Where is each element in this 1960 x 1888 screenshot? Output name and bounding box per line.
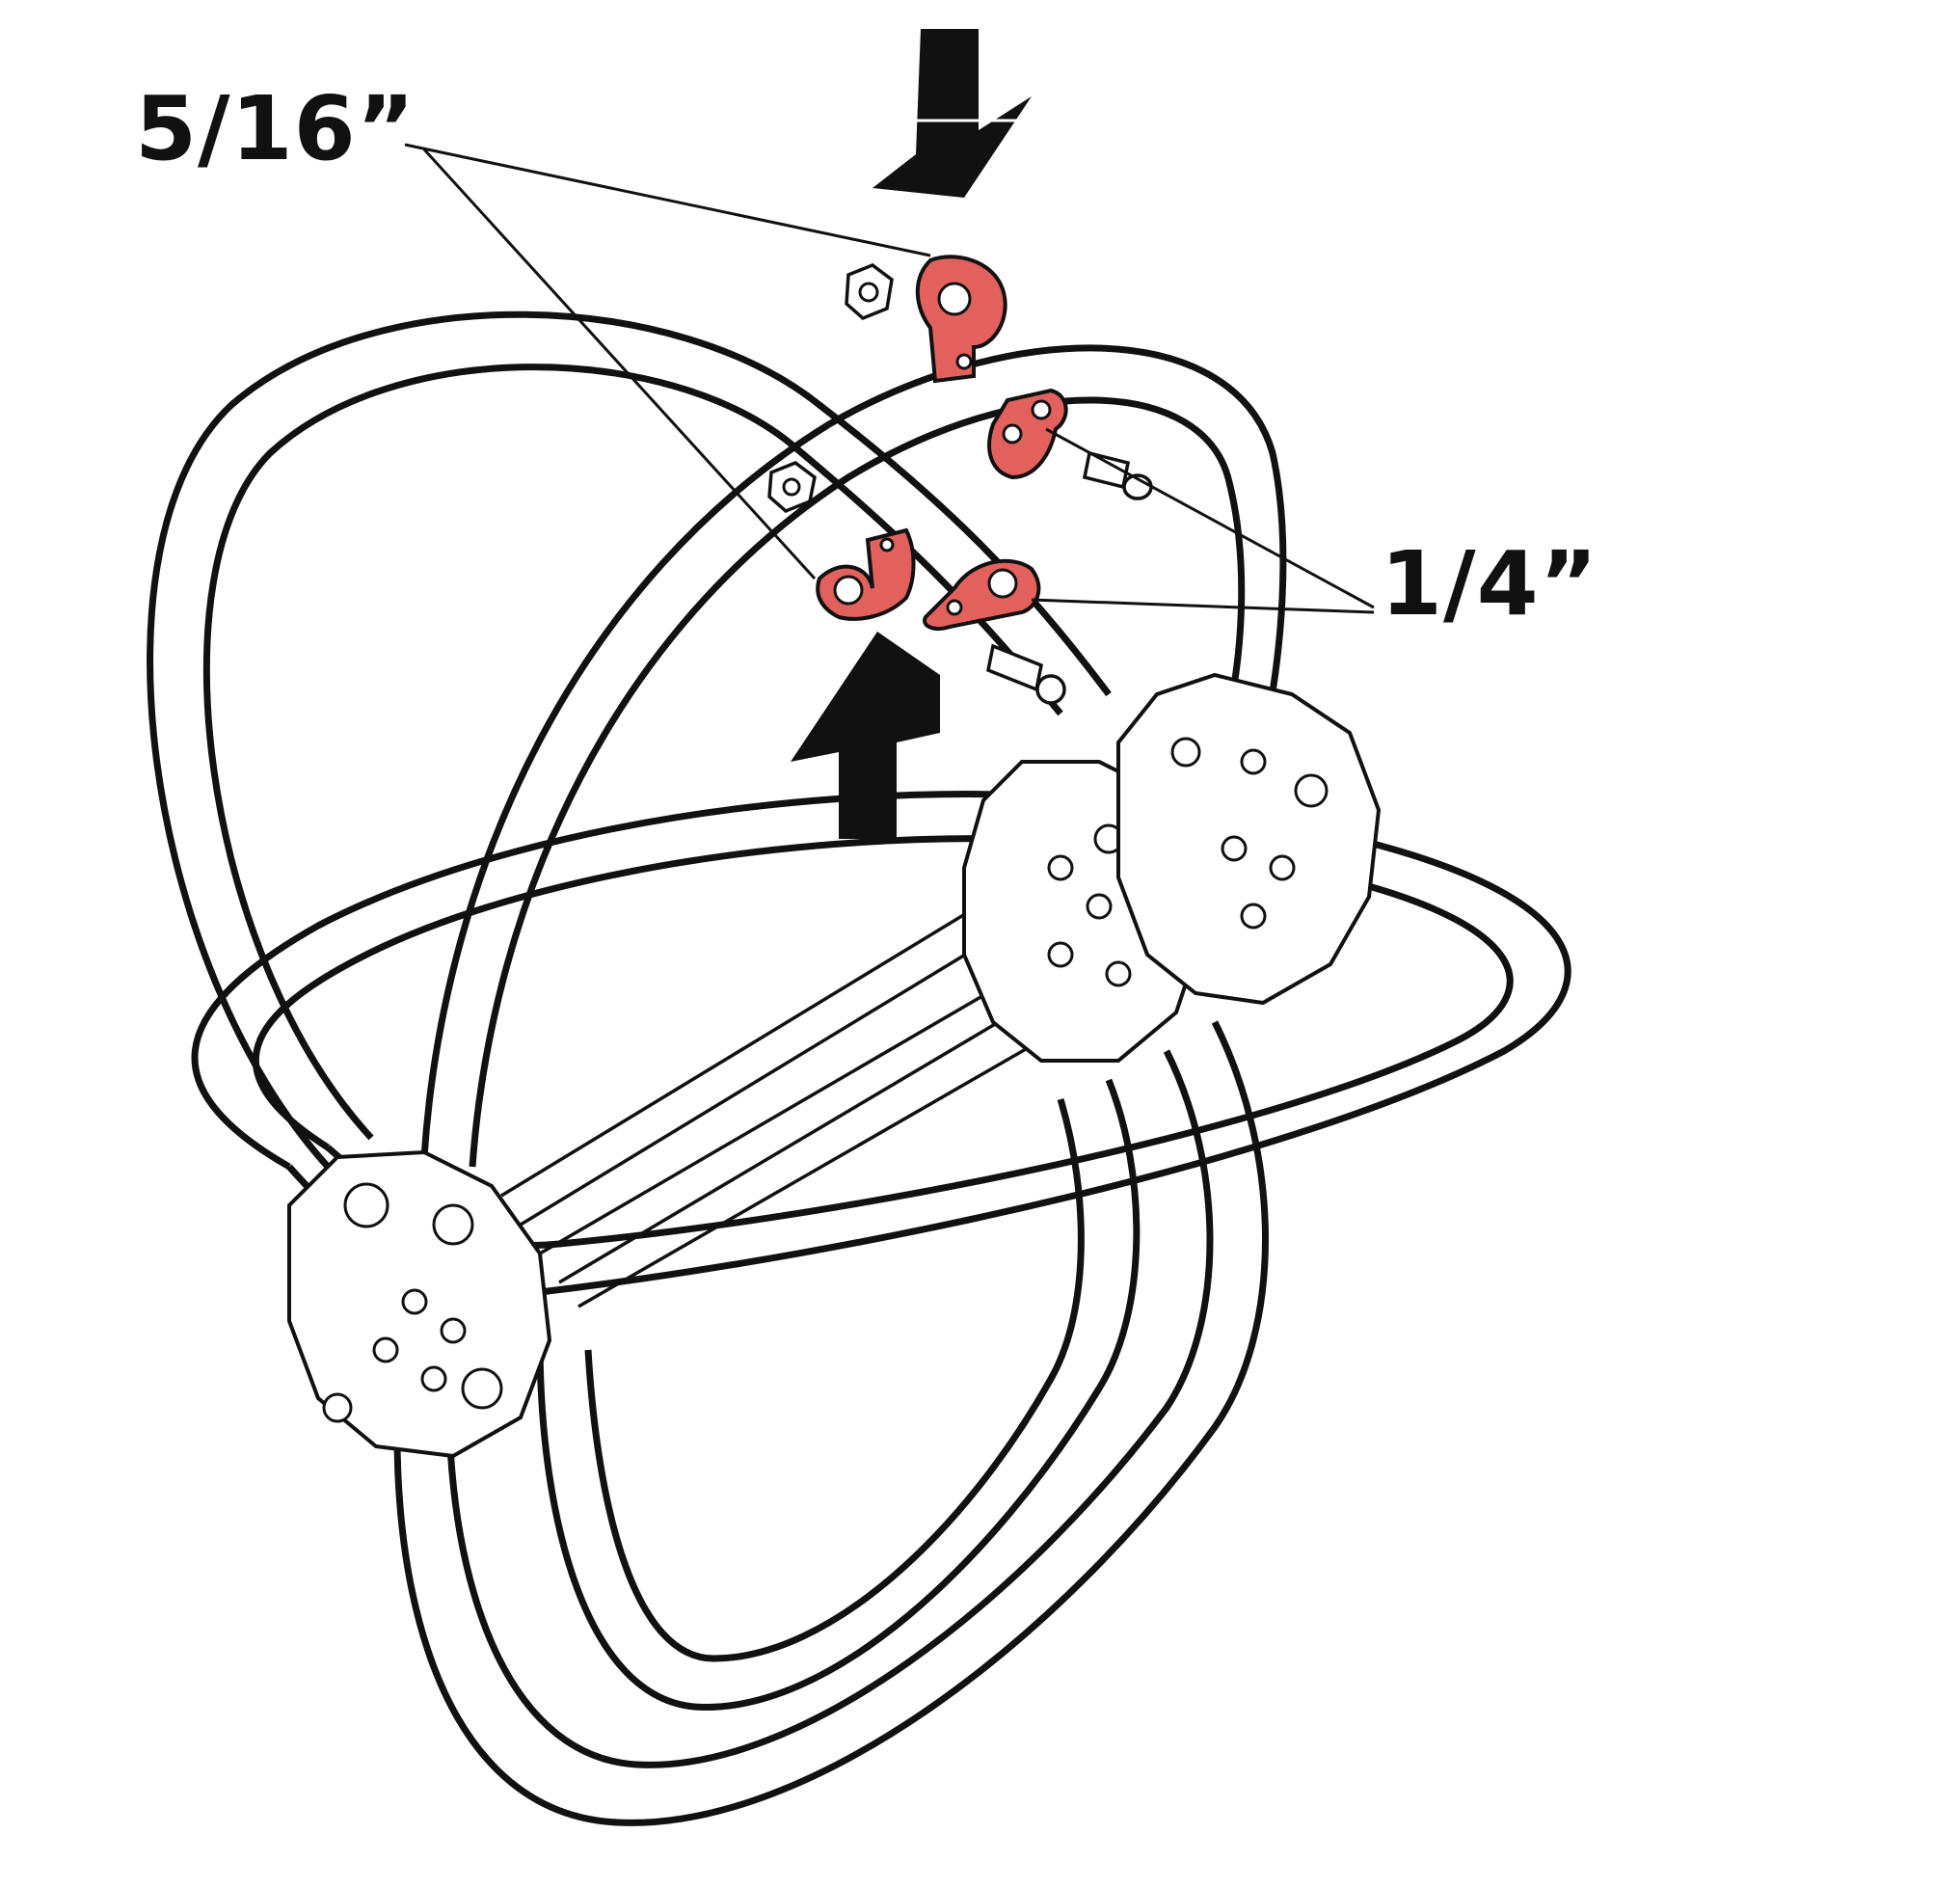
small-clip-size-label: 1/4” <box>1381 532 1599 635</box>
nut-lower <box>767 461 817 514</box>
up-arrow-icon <box>791 632 940 839</box>
clip-large-top <box>915 255 1007 384</box>
tube-ring-horizontal <box>191 791 1571 1297</box>
leader-lines-small <box>1031 427 1375 614</box>
clip-small-upper <box>987 388 1068 480</box>
nut-top <box>845 263 894 321</box>
screw-lower <box>985 643 1066 705</box>
large-clip-size-label: 5/16” <box>135 77 416 180</box>
tube-ring-lower <box>393 1020 1269 1826</box>
screw-upper <box>1082 450 1153 500</box>
hub-left <box>287 1149 552 1459</box>
hub-right <box>1116 672 1382 1006</box>
tube-ring-left <box>147 310 1112 1170</box>
clip-large-lower <box>816 527 916 621</box>
down-arrow-icon <box>873 29 1032 198</box>
leader-lines-large <box>404 143 931 580</box>
clip-small-lower <box>923 558 1041 631</box>
